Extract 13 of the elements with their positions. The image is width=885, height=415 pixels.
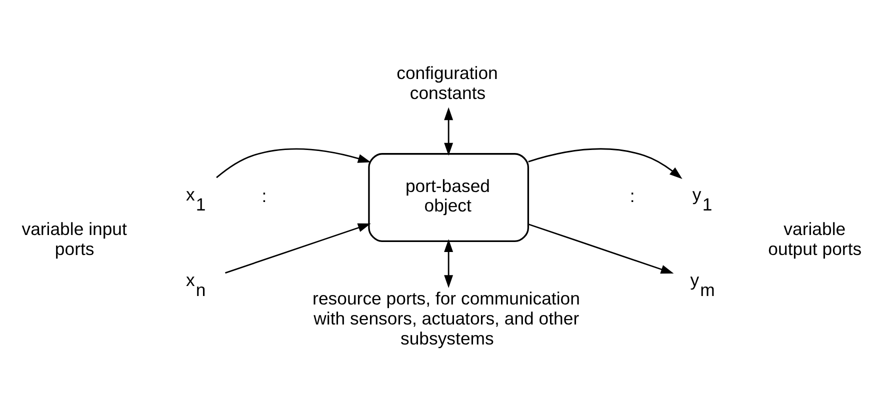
label: : bbox=[262, 186, 267, 206]
label: variable input ports bbox=[22, 218, 127, 259]
node-text: configuration constants bbox=[396, 63, 498, 103]
node-text: resource ports, for communication with sensors, actuators, and other subsystems bbox=[312, 288, 580, 348]
node-box: port-based object bbox=[368, 153, 530, 242]
label: variable output ports bbox=[768, 218, 862, 259]
arrow bbox=[528, 148, 682, 179]
arrow bbox=[444, 239, 454, 288]
arrow bbox=[528, 224, 674, 274]
label: : bbox=[630, 186, 635, 206]
arrow bbox=[225, 223, 371, 274]
arrow bbox=[444, 107, 454, 156]
arrow bbox=[216, 148, 371, 178]
